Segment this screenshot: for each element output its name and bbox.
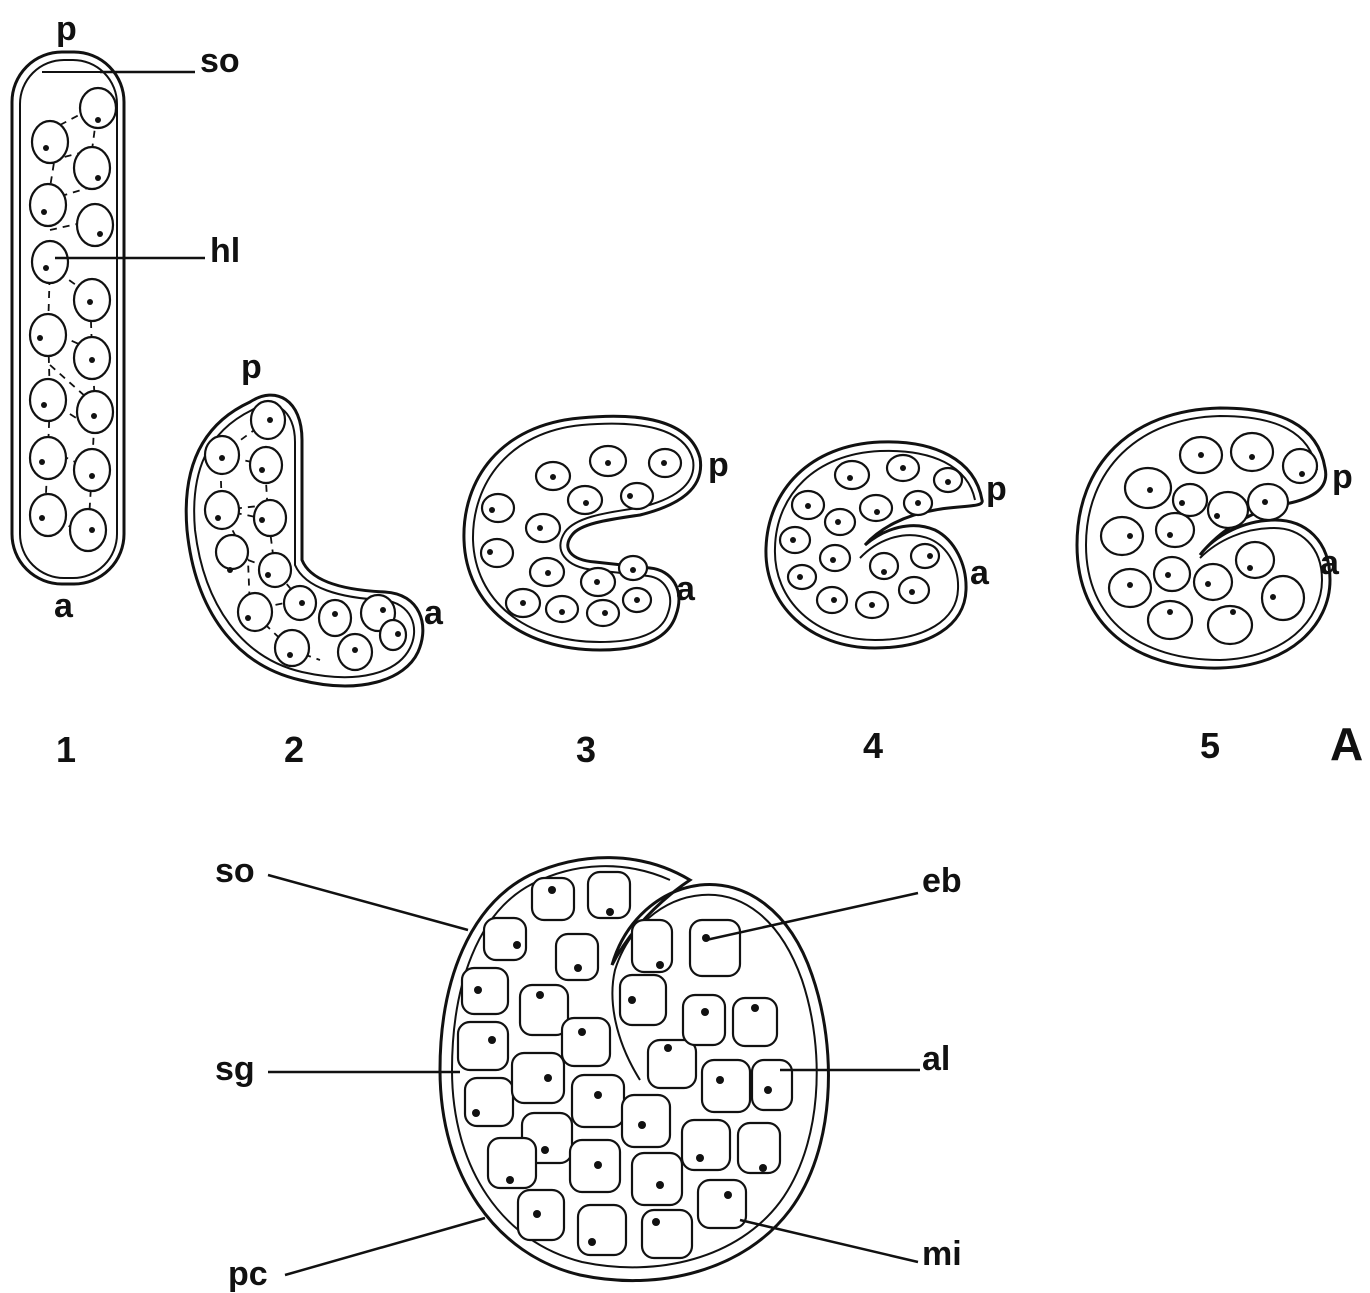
stage-1-embryo bbox=[12, 52, 124, 584]
stage-1-anterior-label: a bbox=[54, 587, 74, 625]
stage-2-anterior-label: a bbox=[424, 594, 444, 632]
callout-so-top: so bbox=[200, 42, 240, 80]
stage-2-posterior-label: p bbox=[241, 348, 262, 386]
callout-eb: eb bbox=[922, 862, 962, 900]
stage-4-embryo bbox=[766, 442, 982, 648]
stage-number-4: 4 bbox=[863, 725, 883, 766]
panel-letter: A bbox=[1330, 718, 1363, 770]
stage-5-anterior-label: a bbox=[1320, 544, 1340, 582]
germ-band-embryo bbox=[440, 858, 828, 1281]
stage-number-5: 5 bbox=[1200, 725, 1220, 766]
callout-pc: pc bbox=[228, 1255, 268, 1293]
so-leader-bottom bbox=[268, 875, 468, 930]
stage-5-posterior-label: p bbox=[1332, 458, 1353, 496]
stage-3-embryo bbox=[464, 416, 701, 650]
stage-1-posterior-label: p bbox=[56, 10, 77, 48]
stage-1-cells bbox=[30, 88, 116, 551]
stage-4-anterior-label: a bbox=[970, 554, 990, 592]
callout-mi: mi bbox=[922, 1235, 962, 1273]
stage-3-posterior-label: p bbox=[708, 446, 729, 484]
stage-4-posterior-label: p bbox=[986, 470, 1007, 508]
stage-number-1: 1 bbox=[56, 729, 76, 770]
stage-number-3: 3 bbox=[576, 729, 596, 770]
pc-leader bbox=[285, 1218, 485, 1275]
stage-5-embryo bbox=[1077, 408, 1330, 668]
callout-hl: hl bbox=[210, 232, 240, 270]
stage-number-2: 2 bbox=[284, 729, 304, 770]
callout-al: al bbox=[922, 1040, 950, 1078]
callout-sg: sg bbox=[215, 1050, 255, 1088]
callout-so-bottom: so bbox=[215, 852, 255, 890]
mi-leader bbox=[740, 1220, 918, 1262]
stage-3-anterior-label: a bbox=[676, 570, 696, 608]
stage-2-embryo bbox=[186, 395, 423, 686]
